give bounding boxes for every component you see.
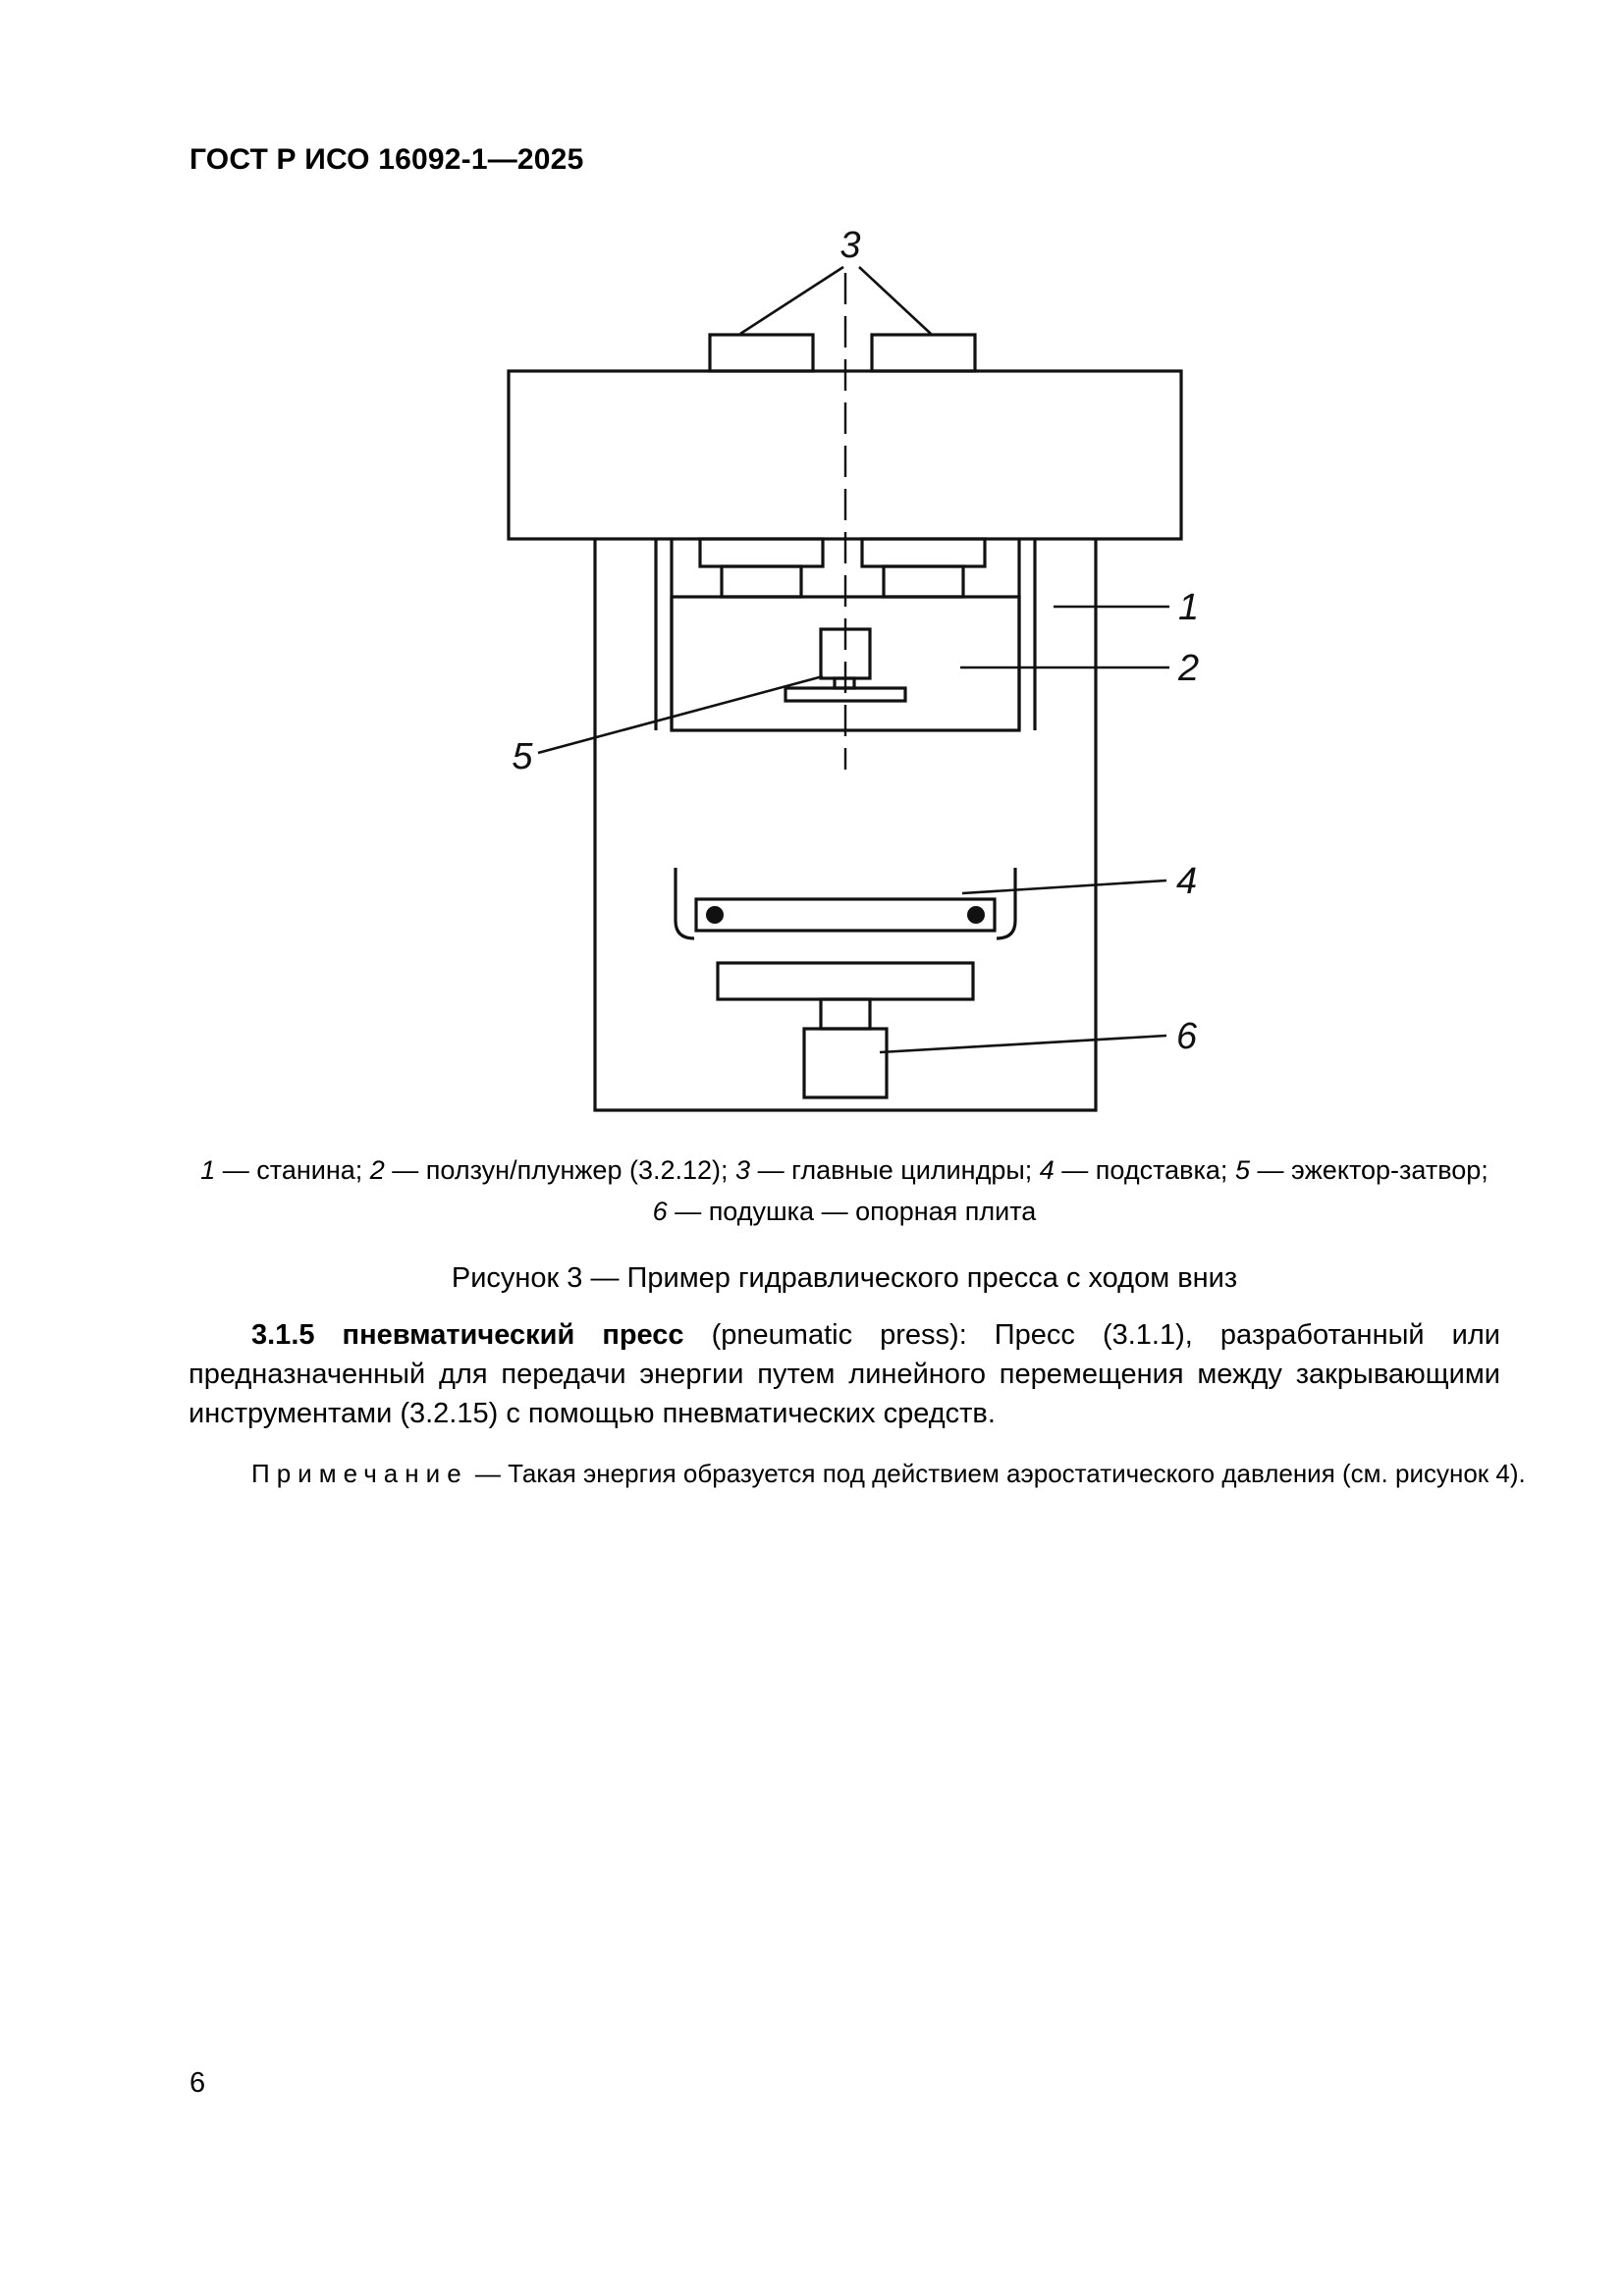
note-text: — Такая энергия образуется под действием… bbox=[467, 1459, 1526, 1488]
hook-right bbox=[996, 868, 1017, 940]
callout-6: 6 bbox=[1176, 1016, 1198, 1057]
callout-5: 5 bbox=[512, 736, 533, 777]
stand-bar bbox=[694, 897, 997, 933]
stand-bolt-right bbox=[967, 906, 985, 924]
press-diagram: 3 1 2 4 5 6 bbox=[507, 225, 1199, 1112]
piston-left-rod bbox=[720, 564, 803, 599]
leader-3-right bbox=[858, 266, 932, 335]
document-code: ГОСТ Р ИСО 16092-1—2025 bbox=[189, 143, 584, 176]
legend-text: — подставка; bbox=[1054, 1155, 1235, 1185]
frame-body bbox=[593, 539, 1098, 1112]
cushion-neck bbox=[819, 997, 872, 1031]
cushion-block bbox=[802, 1027, 889, 1099]
figure-caption: Рисунок 3 — Пример гидравлического пресс… bbox=[451, 1262, 1238, 1294]
legend-text: — подушка — опорная плита bbox=[667, 1196, 1037, 1226]
legend-num: 2 bbox=[369, 1155, 385, 1185]
stand-bolt-left bbox=[706, 906, 724, 924]
term-lead: 3.1.5 пневматический пресс bbox=[251, 1319, 684, 1351]
term-body: (pneumatic press): Пресс (3.1.1), разраб… bbox=[189, 1319, 1501, 1430]
legend-text: — станина; bbox=[215, 1155, 370, 1185]
leader-4 bbox=[961, 879, 1167, 895]
cylinder-cap-right bbox=[870, 333, 977, 373]
leader-3-left bbox=[739, 265, 844, 336]
crown-beam bbox=[507, 369, 1183, 541]
base-plate bbox=[716, 961, 975, 1001]
callout-1: 1 bbox=[1178, 587, 1199, 628]
slide-block bbox=[670, 595, 1021, 732]
piston-right-rod bbox=[882, 564, 965, 599]
legend-text: — эжектор-затвор; bbox=[1249, 1155, 1489, 1185]
hook-left bbox=[674, 868, 695, 940]
piston-right-flange bbox=[860, 537, 987, 568]
figure-legend-line-1: 1 — станина; 2 — ползун/плунжер (3.2.12)… bbox=[189, 1150, 1500, 1192]
figure-legend: 1 — станина; 2 — ползун/плунжер (3.2.12)… bbox=[189, 1150, 1500, 1233]
leader-6 bbox=[879, 1034, 1167, 1054]
legend-text: — ползун/плунжер (3.2.12); bbox=[384, 1155, 736, 1185]
legend-num: 1 bbox=[200, 1155, 216, 1185]
term-paragraph-3-1-5: 3.1.5 пневматический пресс (pneumatic pr… bbox=[189, 1315, 1500, 1433]
legend-num: 5 bbox=[1234, 1155, 1250, 1185]
callout-3: 3 bbox=[839, 225, 860, 266]
callout-2: 2 bbox=[1177, 648, 1199, 689]
note-paragraph: Примечание — Такая энергия образуется по… bbox=[189, 1456, 1563, 1491]
callout-4: 4 bbox=[1176, 861, 1197, 902]
legend-num: 3 bbox=[735, 1155, 751, 1185]
note-label: Примечание bbox=[251, 1459, 468, 1488]
page-number: 6 bbox=[189, 2067, 206, 2099]
cylinder-cap-left bbox=[708, 333, 815, 373]
piston-left-flange bbox=[698, 537, 825, 568]
legend-num: 6 bbox=[652, 1196, 668, 1226]
legend-num: 4 bbox=[1039, 1155, 1055, 1185]
leader-5 bbox=[537, 674, 824, 755]
legend-text: — главные цилиндры; bbox=[750, 1155, 1040, 1185]
figure-3-diagram: 3 1 2 4 5 6 bbox=[479, 222, 1235, 1115]
ejector-bar bbox=[784, 686, 907, 703]
figure-legend-line-2: 6 — подушка — опорная плита bbox=[189, 1192, 1500, 1233]
